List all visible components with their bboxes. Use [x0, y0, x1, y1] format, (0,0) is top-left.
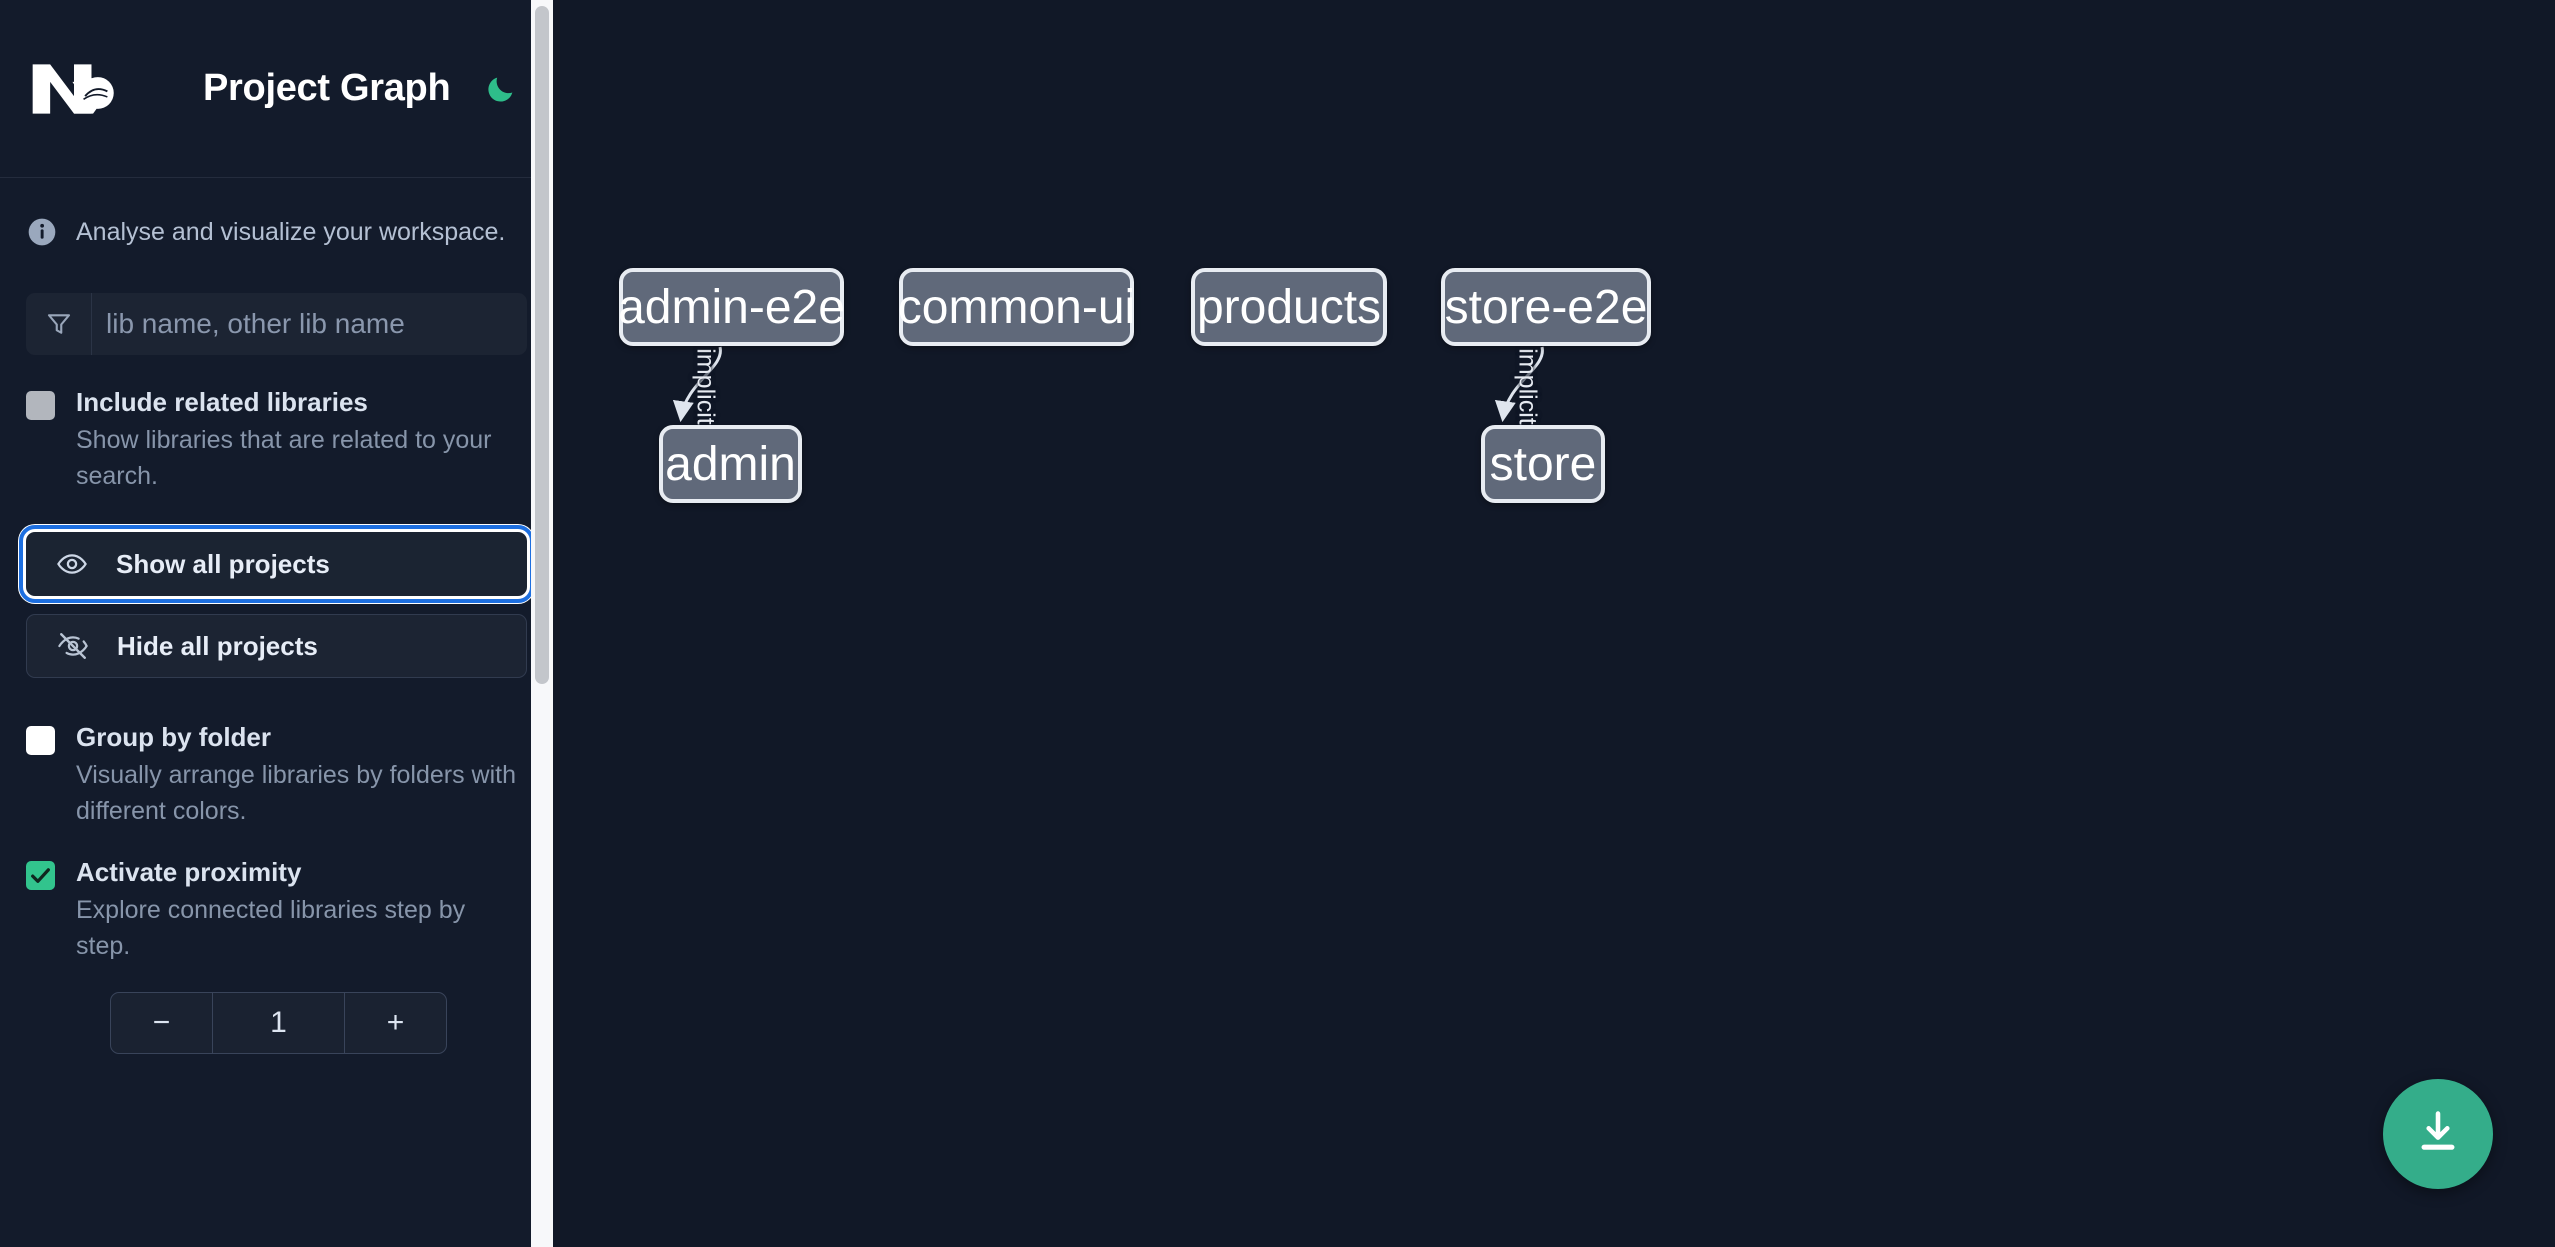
sidebar-scrollbar[interactable]: [531, 0, 553, 1247]
moon-icon[interactable]: [481, 69, 521, 109]
tagline: Analyse and visualize your workspace.: [0, 178, 553, 248]
option-label: Include related libraries: [76, 387, 368, 417]
stepper-increment-button[interactable]: +: [344, 993, 446, 1054]
button-label: Show all projects: [116, 548, 330, 579]
group-by-folder-checkbox[interactable]: [26, 726, 55, 756]
graph-node-admin-e2e[interactable]: admin-e2e: [618, 268, 845, 346]
button-label: Hide all projects: [117, 630, 318, 661]
info-icon: [26, 216, 58, 248]
include-related-libraries-checkbox[interactable]: [26, 391, 55, 420]
stepper-value: 1: [270, 1006, 287, 1040]
stepper-decrement-button[interactable]: −: [111, 993, 213, 1054]
download-graph-button[interactable]: [2383, 1079, 2493, 1189]
option-activate-proximity[interactable]: Activate proximity Explore connected lib…: [0, 829, 553, 964]
eye-off-icon: [57, 630, 91, 662]
graph-node-store-e2e[interactable]: store-e2e: [1441, 268, 1651, 346]
hide-all-projects-button[interactable]: Hide all projects: [26, 614, 527, 679]
search-input[interactable]: [92, 293, 527, 355]
search-box[interactable]: [26, 293, 527, 355]
search-area: [0, 248, 553, 355]
tagline-text: Analyse and visualize your workspace.: [76, 217, 506, 246]
edge-label-store-e2e-to-store: implicit: [1513, 348, 1542, 425]
edge-label-admin-e2e-to-admin: implicit: [691, 348, 720, 425]
option-label: Activate proximity: [76, 857, 302, 888]
activate-proximity-checkbox[interactable]: [26, 861, 55, 891]
sidebar-body: Analyse and visualize your workspace. In…: [0, 178, 553, 1055]
graph-edges: [672, 346, 1544, 423]
visibility-buttons: Show all projects Hide all projects: [0, 494, 553, 679]
show-all-projects-button[interactable]: Show all projects: [19, 525, 534, 604]
download-icon: [2412, 1106, 2464, 1163]
option-description: Explore connected libraries step by step…: [76, 896, 466, 960]
graph-node-admin[interactable]: admin: [659, 425, 802, 503]
option-description: Show libraries that are related to your …: [76, 426, 492, 490]
sidebar: Project Graph Analyse and visualize your…: [0, 0, 553, 1247]
sidebar-header: Project Graph: [0, 0, 553, 178]
filter-funnel-icon[interactable]: [26, 293, 92, 355]
proximity-stepper[interactable]: − 1 +: [110, 992, 447, 1055]
proximity-stepper-area: − 1 +: [0, 964, 553, 1055]
graph-node-store[interactable]: store: [1481, 425, 1605, 503]
nx-logo-icon: [26, 58, 122, 120]
option-group-by-folder[interactable]: Group by folder Visually arrange librari…: [0, 678, 553, 829]
graph-node-products[interactable]: products: [1191, 268, 1387, 346]
sidebar-scrollbar-thumb[interactable]: [535, 6, 549, 684]
option-label: Group by folder: [76, 722, 271, 753]
graph-node-common-ui[interactable]: common-ui: [898, 268, 1135, 346]
option-include-related-libraries[interactable]: Include related libraries Show libraries…: [0, 355, 553, 494]
option-description: Visually arrange libraries by folders wi…: [76, 761, 517, 825]
eye-icon: [56, 548, 90, 580]
graph-canvas[interactable]: implicit implicit admin-e2e common-ui pr…: [553, 0, 2555, 1247]
page-title: Project Graph: [203, 67, 451, 109]
